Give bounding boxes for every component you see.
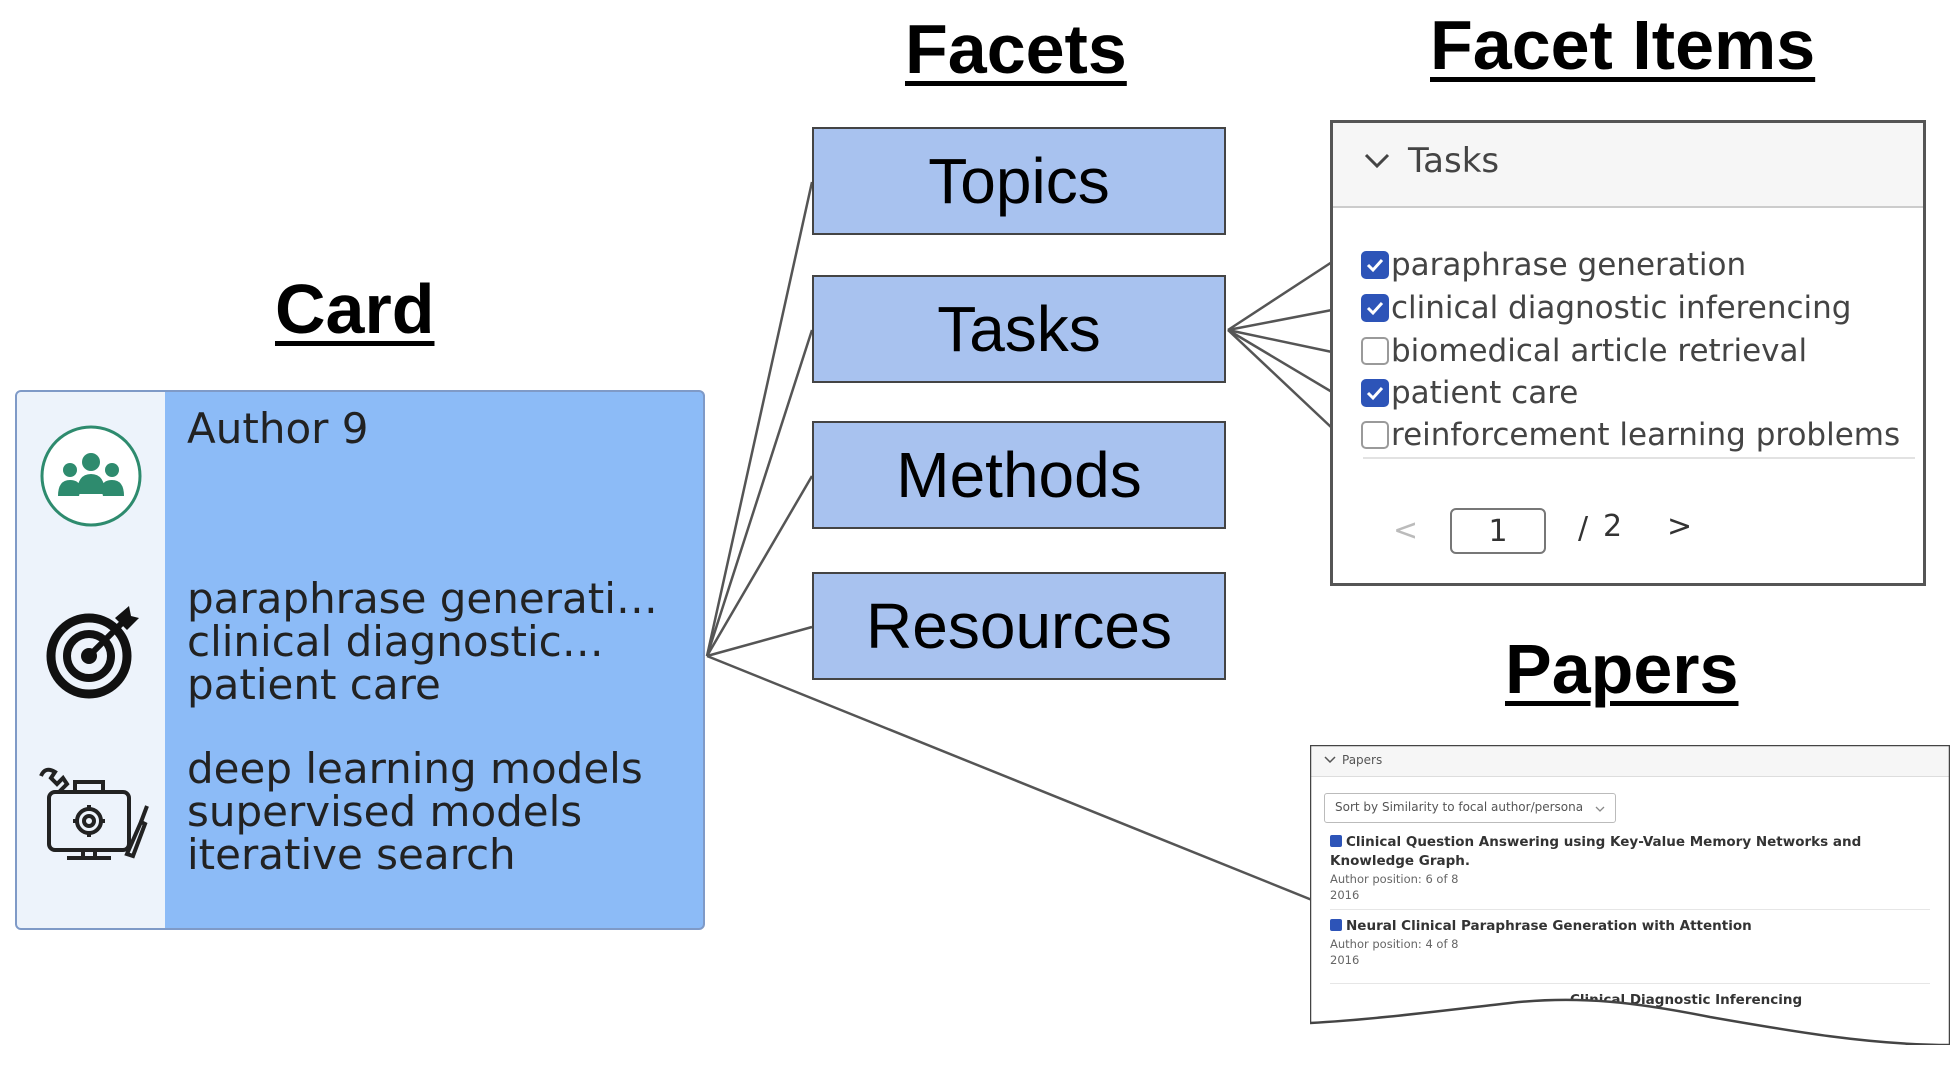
checkbox-checked[interactable] [1330,919,1342,931]
papers-header[interactable]: Papers [1310,745,1950,777]
author-card[interactable]: Author 9 paraphrase generati… clinical d… [15,390,705,930]
card-icon-strip [17,392,165,928]
papers-panel-border [1310,745,1950,1045]
facet-items-panel: Tasks paraphrase generation clinical dia… [1330,120,1926,586]
pager-prev-button[interactable]: < [1393,513,1419,548]
heading-card: Card [275,270,435,348]
paper-author-position: Author position: 4 of 8 [1330,937,1459,951]
divider [1330,983,1930,984]
paper-author-position: Author position: 6 of 8 [1330,872,1459,886]
connector-card-papers [706,654,1313,902]
checkbox-unchecked[interactable] [1361,337,1389,365]
connector-tasks-item-4 [1227,328,1333,394]
connector-card-tasks [705,329,814,657]
paper-item[interactable]: Neural Clinical Paraphrase Generation wi… [1330,917,1900,968]
facet-item-label: clinical diagnostic inferencing [1391,290,1852,326]
heading-papers: Papers [1505,630,1739,708]
divider [1330,909,1930,910]
papers-content: Papers Sort by Similarity to focal autho… [1310,745,1950,1045]
papers-header-label: Papers [1342,753,1383,767]
paper-year: 2016 [1330,888,1360,902]
chevron-down-icon[interactable] [1363,151,1391,171]
facet-item-clinical-diagnostic-inferencing[interactable]: clinical diagnostic inferencing [1361,288,1851,328]
card-task: patient care [187,660,441,709]
facet-item-label: reinforcement learning problems [1391,417,1901,453]
facet-topics[interactable]: Topics [812,127,1226,235]
card-author-name: Author 9 [187,404,369,453]
paper-title[interactable]: Neural Clinical Paraphrase Generation wi… [1330,917,1900,936]
connector-card-methods [705,475,814,657]
connector-tasks-item-2 [1227,308,1333,332]
checkbox-checked[interactable] [1330,835,1342,847]
chevron-down-icon [1595,805,1605,813]
facet-item-biomedical-article-retrieval[interactable]: biomedical article retrieval [1361,331,1807,371]
card-method: supervised models [187,787,583,836]
paper-item[interactable]: Clinical Question Answering using Key-Va… [1330,833,1900,903]
connector-tasks-item-3 [1227,328,1333,354]
facet-methods[interactable]: Methods [812,421,1226,529]
paper-title[interactable]: Clinical Question Answering using Key-Va… [1330,834,1862,869]
connector-card-resources [706,625,813,658]
target-icon [46,606,139,699]
pager-separator: / [1578,511,1589,546]
connector-card-topics [705,181,814,657]
pager-next-button[interactable]: > [1667,509,1693,544]
papers-panel: Papers Sort by Similarity to focal autho… [1310,745,1950,1045]
facet-item-reinforcement-learning-problems[interactable]: reinforcement learning problems [1361,415,1900,455]
chevron-down-icon[interactable] [1324,755,1336,765]
card-task: clinical diagnostic… [187,617,604,666]
facet-item-label: paraphrase generation [1391,247,1747,283]
checkbox-checked[interactable] [1361,251,1389,279]
facet-items-header[interactable]: Tasks [1333,123,1923,208]
papers-sort-select[interactable]: Sort by Similarity to focal author/perso… [1324,793,1616,823]
card-task: paraphrase generati… [187,574,658,623]
card-method: deep learning models [187,744,643,793]
team-icon [40,425,142,527]
card-method: iterative search [187,830,516,879]
toolkit-icon [39,767,149,860]
checkbox-checked[interactable] [1361,294,1389,322]
checkbox-checked[interactable] [1361,379,1389,407]
connector-tasks-item-5 [1227,329,1333,429]
facet-items-header-label: Tasks [1408,141,1500,181]
heading-facets: Facets [905,10,1127,88]
connector-tasks-item-1 [1227,260,1333,332]
facet-tasks[interactable]: Tasks [812,275,1226,383]
heading-facet-items: Facet Items [1430,6,1816,84]
pager-total-pages: 2 [1603,509,1623,544]
facet-item-label: patient care [1391,375,1579,411]
card-methods-list: deep learning models supervised models i… [187,747,643,876]
facet-item-patient-care[interactable]: patient care [1361,373,1578,413]
facet-item-label: biomedical article retrieval [1391,333,1808,369]
facet-item-paraphrase-generation[interactable]: paraphrase generation [1361,245,1746,285]
divider [1363,457,1915,459]
card-tasks-list: paraphrase generati… clinical diagnostic… [187,577,658,706]
papers-sort-label: Sort by Similarity to focal author/perso… [1335,800,1584,814]
paper-year: 2016 [1330,953,1360,967]
checkbox-unchecked[interactable] [1361,421,1389,449]
facet-resources[interactable]: Resources [812,572,1226,680]
pager-page-input[interactable]: 1 [1450,508,1546,554]
